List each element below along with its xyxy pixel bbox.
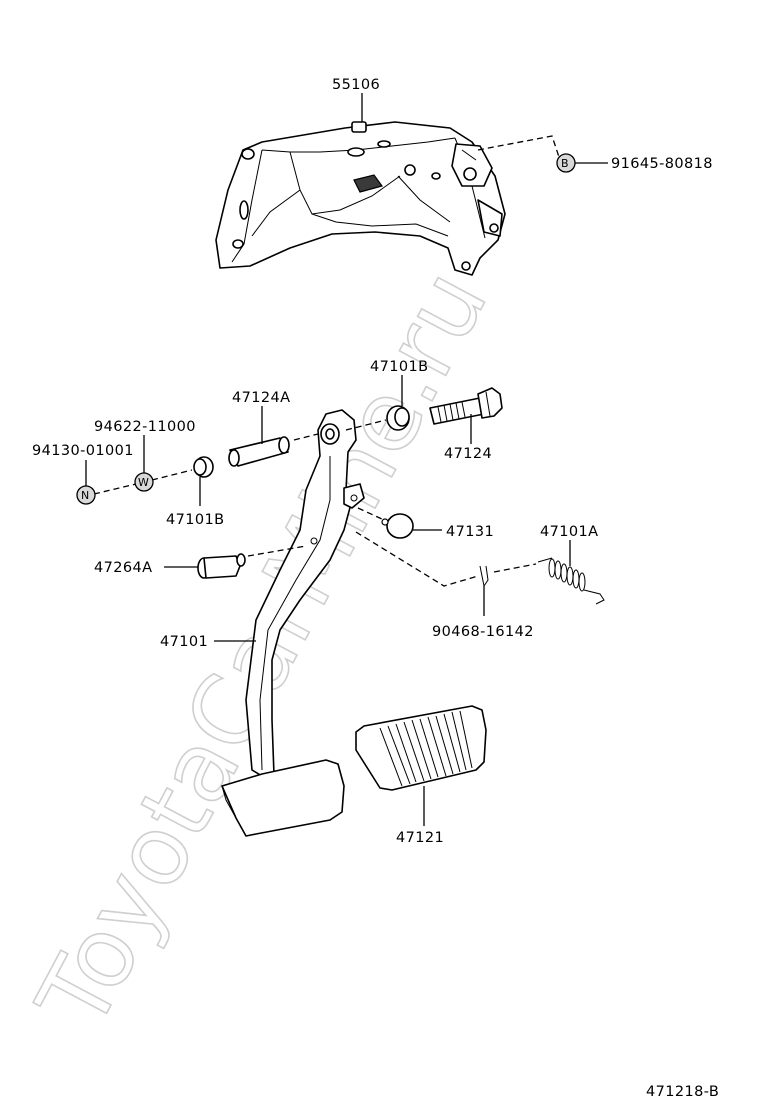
bushing-47101b-left[interactable] xyxy=(193,456,214,478)
label-94130-01001: 94130-01001 xyxy=(32,443,134,459)
marker-b: B xyxy=(556,153,576,173)
svg-text:N: N xyxy=(81,489,89,502)
axis-dash-arm-bushing xyxy=(345,419,387,431)
label-47121: 47121 xyxy=(396,830,444,846)
figure-code: 471218-B xyxy=(646,1084,719,1100)
bolt-47124[interactable] xyxy=(429,387,503,425)
label-55106: 55106 xyxy=(332,77,380,93)
svg-text:B: B xyxy=(561,157,569,170)
leader-91645 xyxy=(477,135,561,161)
clip-90468[interactable] xyxy=(479,565,489,588)
axis-dash-collar-arm xyxy=(293,433,319,441)
label-47124: 47124 xyxy=(444,446,492,462)
return-spring-47101a[interactable] xyxy=(537,557,605,605)
pad-ribs xyxy=(379,710,473,787)
label-47101a: 47101A xyxy=(540,524,598,540)
label-47124a: 47124A xyxy=(232,390,290,406)
label-91645-80818: 91645-80818 xyxy=(611,156,713,172)
axis-dash-stopper xyxy=(357,507,385,521)
label-47101: 47101 xyxy=(160,634,208,650)
axis-dash-spring xyxy=(493,563,537,573)
stopper-47131[interactable] xyxy=(381,513,414,539)
pin-47264a[interactable] xyxy=(197,553,246,579)
axis-dash-washer-bushing xyxy=(151,469,193,481)
label-90468-16142: 90468-16142 xyxy=(432,624,534,640)
axis-dash-nut-washer xyxy=(93,483,137,495)
label-47101b-top: 47101B xyxy=(370,359,428,375)
svg-text:W: W xyxy=(138,476,149,489)
collar-47124a[interactable] xyxy=(228,436,290,467)
pedal-foot-plate[interactable] xyxy=(221,759,345,837)
label-47131: 47131 xyxy=(446,524,494,540)
marker-n: N xyxy=(76,485,96,505)
pedal-pad[interactable] xyxy=(355,705,487,791)
pedal-bracket[interactable] xyxy=(215,121,506,276)
label-47101b-bottom: 47101B xyxy=(166,512,224,528)
marker-w: W xyxy=(134,472,154,492)
pedal-arm[interactable] xyxy=(245,409,365,777)
bushing-47101b-right[interactable] xyxy=(386,405,410,431)
label-94622-11000: 94622-11000 xyxy=(94,419,196,435)
label-47264a: 47264A xyxy=(94,560,152,576)
axis-dash-clip xyxy=(355,531,479,587)
